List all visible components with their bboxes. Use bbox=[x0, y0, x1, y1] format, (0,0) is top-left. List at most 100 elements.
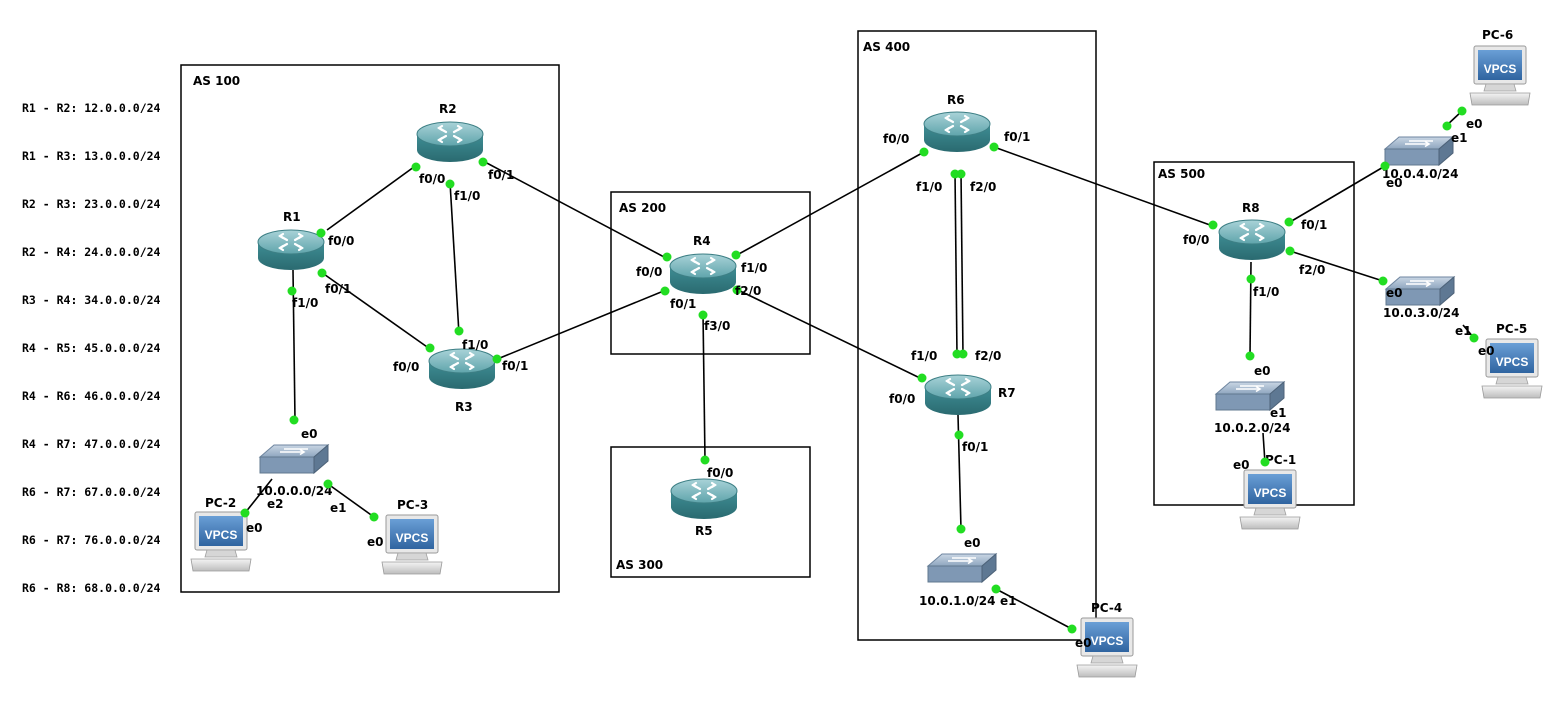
subnet-legend: R1 - R2: 12.0.0.0/24 R1 - R3: 13.0.0.0/2… bbox=[22, 68, 160, 612]
pc-screen-text: VPCS bbox=[205, 528, 238, 542]
link-sw1-pc3 bbox=[327, 483, 375, 518]
pc-label: PC-1 bbox=[1265, 453, 1296, 467]
switch-subnet-label: 10.0.2.0/24 bbox=[1214, 421, 1291, 435]
port-dot bbox=[454, 326, 464, 336]
if-label: e0 bbox=[1478, 344, 1495, 358]
legend-line: R2 - R3: 23.0.0.0/24 bbox=[22, 197, 161, 211]
port-dot bbox=[1442, 121, 1452, 131]
switch-sw5[interactable]: 10.0.4.0/24 bbox=[1382, 136, 1459, 181]
switch-sw3[interactable]: 10.0.2.0/24 bbox=[1214, 381, 1291, 435]
switch-subnet-label: 10.0.4.0/24 bbox=[1382, 167, 1459, 181]
if-label: e1 bbox=[1451, 131, 1468, 145]
if-label: f0/0 bbox=[328, 234, 354, 248]
if-label: f0/0 bbox=[1183, 233, 1209, 247]
port-dot bbox=[700, 455, 710, 465]
if-label: f1/0 bbox=[454, 189, 480, 203]
router-label: R8 bbox=[1242, 201, 1260, 215]
if-label: e0 bbox=[1233, 458, 1250, 472]
legend-line: R3 - R4: 34.0.0.0/24 bbox=[22, 293, 161, 307]
switch-subnet-label: 10.0.1.0/24 bbox=[919, 594, 996, 608]
if-label: e0 bbox=[246, 521, 263, 535]
link-r8-sw4 bbox=[1289, 250, 1384, 282]
switch-sw1[interactable]: 10.0.0.0/24 bbox=[256, 444, 333, 498]
if-label: e0 bbox=[1075, 636, 1092, 650]
router-r4[interactable]: R4 bbox=[668, 234, 738, 296]
port-dot bbox=[956, 524, 966, 534]
link-r6-r7-a bbox=[954, 171, 958, 357]
port-dot bbox=[1285, 246, 1295, 256]
pc-screen-text: VPCS bbox=[396, 531, 429, 545]
if-label: e1 bbox=[1455, 324, 1472, 338]
as-label: AS 500 bbox=[1158, 167, 1205, 181]
link-sw2-pc4 bbox=[995, 588, 1073, 630]
if-label: f0/1 bbox=[325, 282, 351, 296]
link-r2-r4 bbox=[482, 160, 667, 259]
as-300-box: AS 300 bbox=[610, 446, 811, 578]
link-r8-sw5 bbox=[1289, 165, 1386, 223]
pc-5[interactable]: VPCS PC-5 bbox=[1481, 322, 1543, 399]
if-label: f2/0 bbox=[975, 349, 1001, 363]
legend-line: R4 - R7: 47.0.0.0/24 bbox=[22, 437, 161, 451]
port-dot bbox=[698, 310, 708, 320]
router-label: R7 bbox=[998, 386, 1016, 400]
if-label: f1/0 bbox=[462, 338, 488, 352]
pc-2[interactable]: VPCS PC-2 bbox=[190, 496, 252, 572]
router-label: R5 bbox=[695, 524, 713, 538]
legend-line: R6 - R7: 67.0.0.0/24 bbox=[22, 485, 161, 499]
port-dot bbox=[369, 512, 379, 522]
port-dot bbox=[660, 286, 670, 296]
link-r2-r3 bbox=[449, 181, 460, 335]
if-label: f3/0 bbox=[704, 319, 730, 333]
port-dot bbox=[445, 179, 455, 189]
router-r7[interactable]: R7 bbox=[923, 373, 1016, 417]
pc-6[interactable]: VPCS PC-6 bbox=[1469, 28, 1531, 106]
as-label: AS 300 bbox=[616, 558, 663, 572]
pc-label: PC-4 bbox=[1091, 601, 1122, 615]
if-label: f0/1 bbox=[1004, 130, 1030, 144]
pc-1[interactable]: VPCS PC-1 bbox=[1239, 453, 1301, 530]
port-dot bbox=[240, 508, 250, 518]
port-dot bbox=[1208, 220, 1218, 230]
port-dot bbox=[316, 228, 326, 238]
if-label: f2/0 bbox=[1299, 263, 1325, 277]
router-r8[interactable]: R8 bbox=[1217, 201, 1287, 262]
if-label: f1/0 bbox=[292, 296, 318, 310]
port-dot bbox=[1260, 457, 1270, 467]
port-dot bbox=[919, 147, 929, 157]
if-label: e0 bbox=[367, 535, 384, 549]
pc-4[interactable]: VPCS PC-4 bbox=[1076, 601, 1138, 678]
if-label: e0 bbox=[964, 536, 981, 550]
if-label: f2/0 bbox=[735, 284, 761, 298]
port-dot bbox=[289, 415, 299, 425]
switch-sw4[interactable]: 10.0.3.0/24 bbox=[1383, 276, 1460, 320]
if-label: f0/1 bbox=[670, 297, 696, 311]
link-r1-r3 bbox=[320, 271, 431, 350]
pc-screen-text: VPCS bbox=[1496, 355, 1529, 369]
port-dot bbox=[989, 142, 999, 152]
link-r1-r2 bbox=[326, 163, 419, 231]
if-label: f0/0 bbox=[393, 360, 419, 374]
if-label: f1/0 bbox=[741, 261, 767, 275]
router-label: R1 bbox=[283, 210, 301, 224]
router-r2[interactable]: R2 bbox=[415, 102, 485, 164]
if-label: f0/1 bbox=[502, 359, 528, 373]
legend-line: R2 - R4: 24.0.0.0/24 bbox=[22, 245, 161, 259]
router-r1[interactable]: R1 bbox=[256, 210, 326, 272]
router-r3[interactable]: R3 bbox=[427, 347, 497, 414]
port-dot bbox=[1380, 161, 1390, 171]
if-label: e0 bbox=[1386, 176, 1403, 190]
pc-3[interactable]: VPCS PC-3 bbox=[381, 498, 443, 575]
if-label: f0/0 bbox=[883, 132, 909, 146]
legend-line: R1 - R2: 12.0.0.0/24 bbox=[22, 101, 161, 115]
router-r5[interactable]: R5 bbox=[669, 477, 739, 538]
port-dots bbox=[240, 106, 1479, 634]
port-dot bbox=[1378, 276, 1388, 286]
router-r6[interactable]: R6 bbox=[922, 93, 992, 154]
port-dot bbox=[958, 349, 968, 359]
switch-sw2[interactable]: 10.0.1.0/24 bbox=[919, 553, 997, 608]
port-dot bbox=[317, 268, 327, 278]
legend-line: R4 - R5: 45.0.0.0/24 bbox=[22, 341, 161, 355]
if-label: f0/0 bbox=[707, 466, 733, 480]
router-label: R6 bbox=[947, 93, 965, 107]
if-label: f0/0 bbox=[419, 172, 445, 186]
